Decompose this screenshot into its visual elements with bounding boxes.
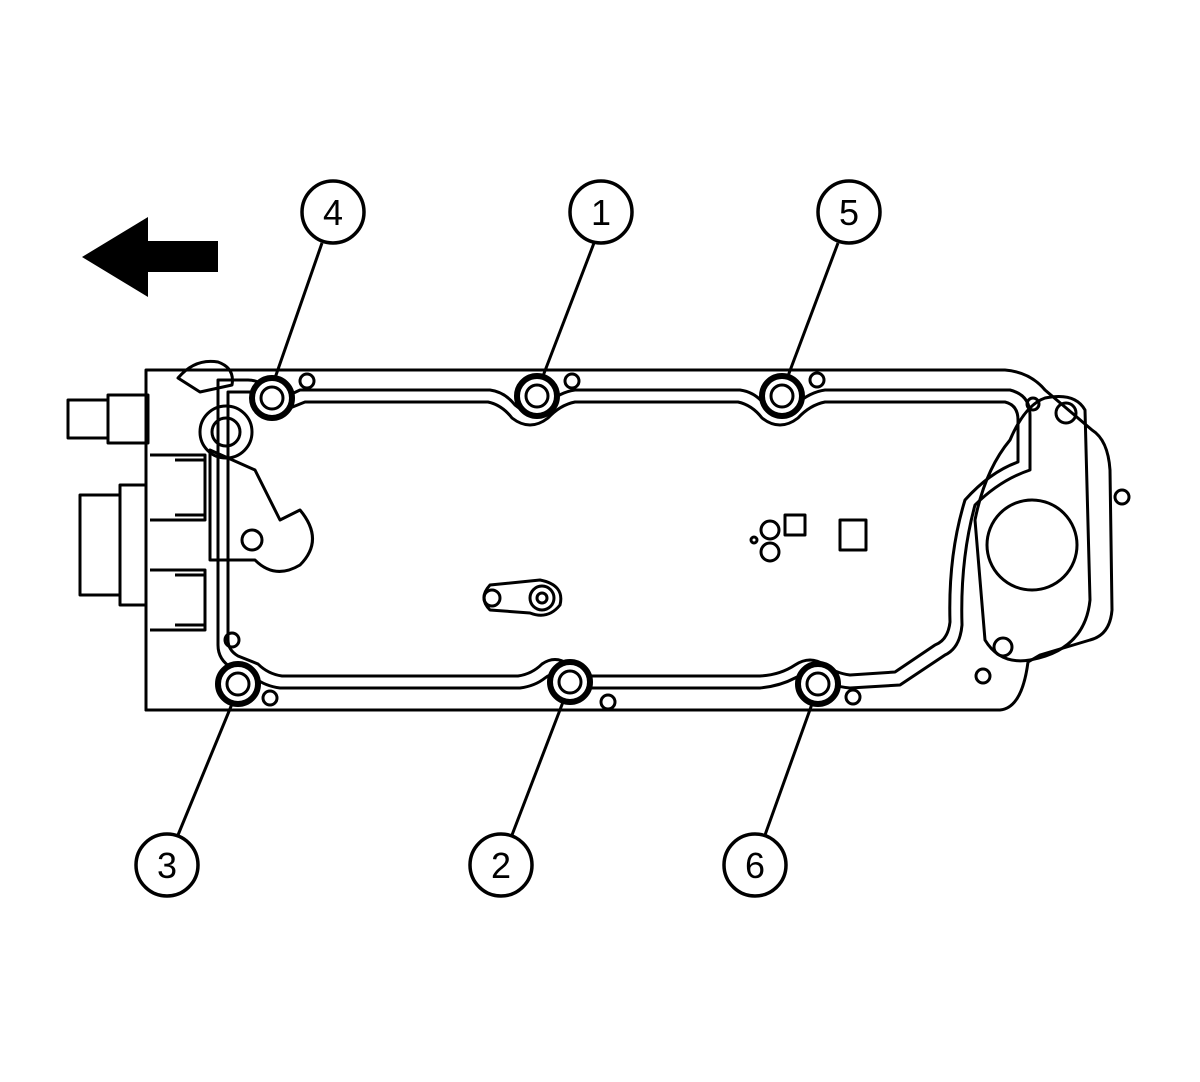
callout-5: 5 [816, 179, 882, 245]
bolts [215, 373, 841, 707]
callouts: 4 1 5 3 2 6 [134, 179, 882, 898]
bolt-5 [759, 373, 805, 419]
callout-1: 1 [568, 179, 634, 245]
callout-2: 2 [468, 832, 534, 898]
leader-line-2 [510, 701, 565, 836]
callout-label-1: 1 [591, 192, 611, 233]
bolt-6 [795, 661, 841, 707]
leader-lines [176, 242, 840, 836]
callout-label-6: 6 [745, 845, 765, 886]
callout-label-4: 4 [323, 192, 343, 233]
leader-line-6 [763, 703, 814, 836]
leader-line-3 [176, 703, 234, 836]
callout-4: 4 [300, 179, 366, 245]
bolt-4 [249, 375, 295, 421]
callout-label-5: 5 [839, 192, 859, 233]
bolt-3 [215, 661, 261, 707]
valve-cover [66, 359, 1131, 712]
callout-label-3: 3 [157, 845, 177, 886]
bolt-1 [514, 373, 560, 419]
callout-3: 3 [134, 832, 200, 898]
callout-label-2: 2 [491, 845, 511, 886]
direction-arrow-icon [82, 217, 218, 297]
leader-line-1 [541, 242, 596, 377]
bolt-2 [547, 659, 593, 705]
leader-line-4 [273, 242, 324, 379]
leader-line-5 [786, 242, 840, 377]
callout-6: 6 [722, 832, 788, 898]
